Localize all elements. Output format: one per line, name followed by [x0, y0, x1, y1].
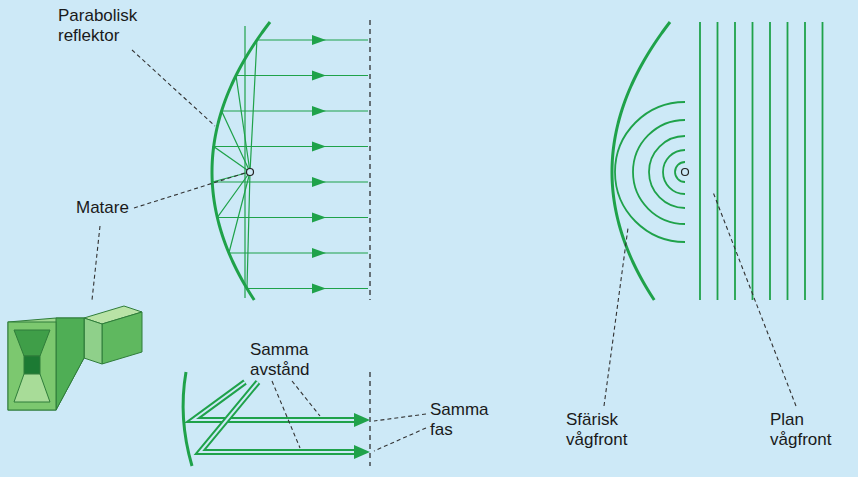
callout-label: Samma avstånd — [250, 340, 340, 380]
callout-label: Matare — [76, 198, 146, 218]
wavefront-figure — [612, 22, 823, 300]
callout-label: Samma fas — [430, 400, 500, 440]
callout-label: Sfärisk vågfront — [566, 410, 656, 450]
leader-lines — [92, 50, 796, 451]
path-sketch — [183, 372, 370, 466]
callout-label: Plan vågfront — [770, 410, 850, 450]
reflector-figure — [212, 20, 370, 300]
callout-label: Parabolisk reflektor — [58, 6, 150, 46]
feed-horn — [8, 306, 142, 410]
